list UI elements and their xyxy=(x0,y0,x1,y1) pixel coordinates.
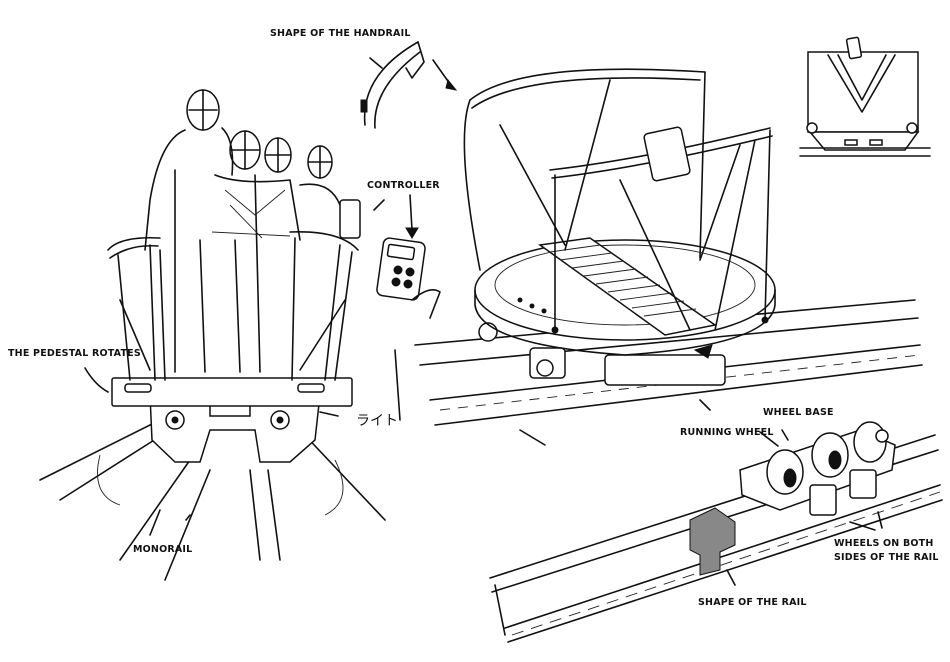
perspective-view-vehicle xyxy=(394,68,923,446)
label-wheels-both-sides-line2: SIDES OF THE RAIL xyxy=(834,552,939,563)
controller-detail xyxy=(373,194,441,319)
label-light-japanese: ライト xyxy=(356,413,398,429)
label-rail-shape: SHAPE OF THE RAIL xyxy=(698,597,807,608)
front-view-vehicle xyxy=(39,89,386,581)
label-wheels-both-sides-line1: WHEELS ON BOTH xyxy=(834,538,934,549)
label-wheel-base: WHEEL BASE xyxy=(763,407,834,418)
side-view-thumbnail xyxy=(799,36,931,157)
handrail-shape-detail xyxy=(360,41,458,129)
label-handrail-shape: SHAPE OF THE HANDRAIL xyxy=(270,28,411,39)
label-running-wheel: RUNNING WHEEL xyxy=(680,427,774,438)
label-monorail: MONORAIL xyxy=(133,544,193,555)
wheel-base-detail xyxy=(489,421,943,643)
label-pedestal-rotates: THE PEDESTAL ROTATES xyxy=(8,348,141,359)
label-controller: CONTROLLER xyxy=(367,180,440,191)
